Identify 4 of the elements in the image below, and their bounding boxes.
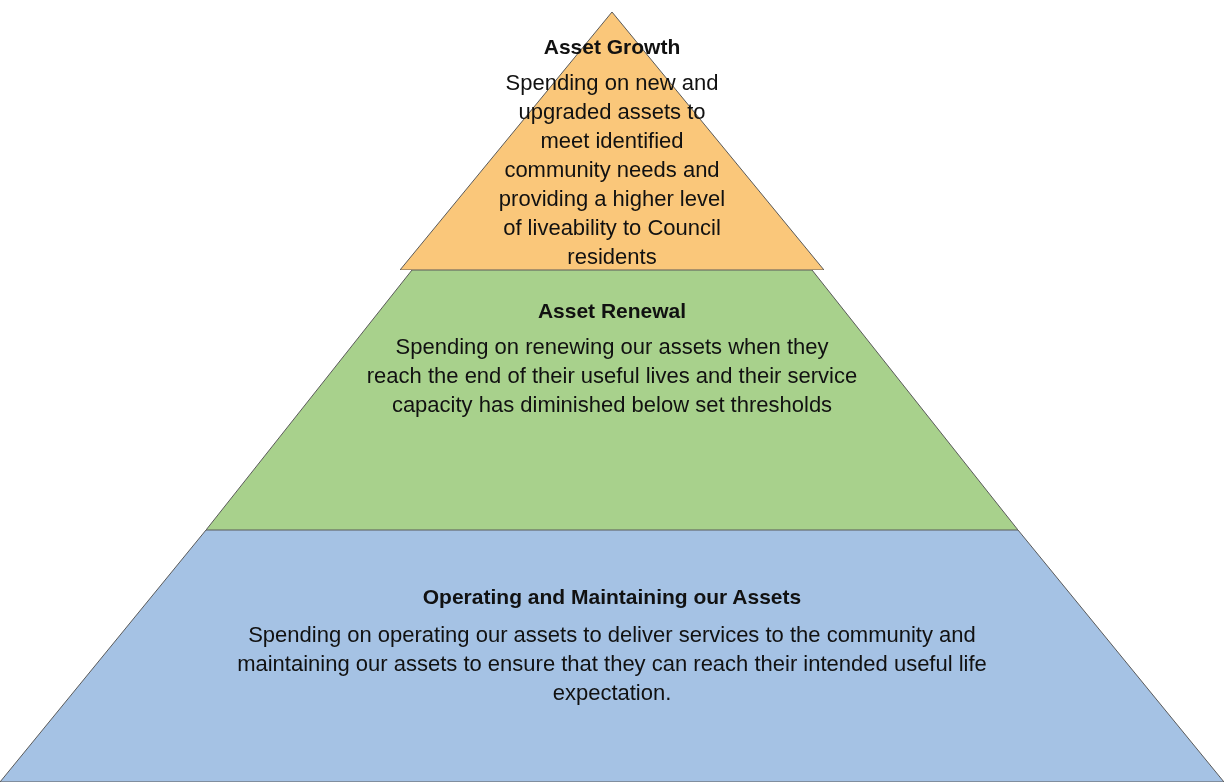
tier-description: Spending on operating our assets to deliver services to the community and maintaining our assets to ensure that they can reach their intended useful life expectation. [236,621,988,707]
tier-heading: Asset Renewal [536,298,688,324]
tier-description: Spending on renewing our assets when they reach the end of their useful lives and their service capacity has diminished below set thresholds [366,333,858,419]
tier-heading: Operating and Maintaining our Assets [421,584,803,610]
